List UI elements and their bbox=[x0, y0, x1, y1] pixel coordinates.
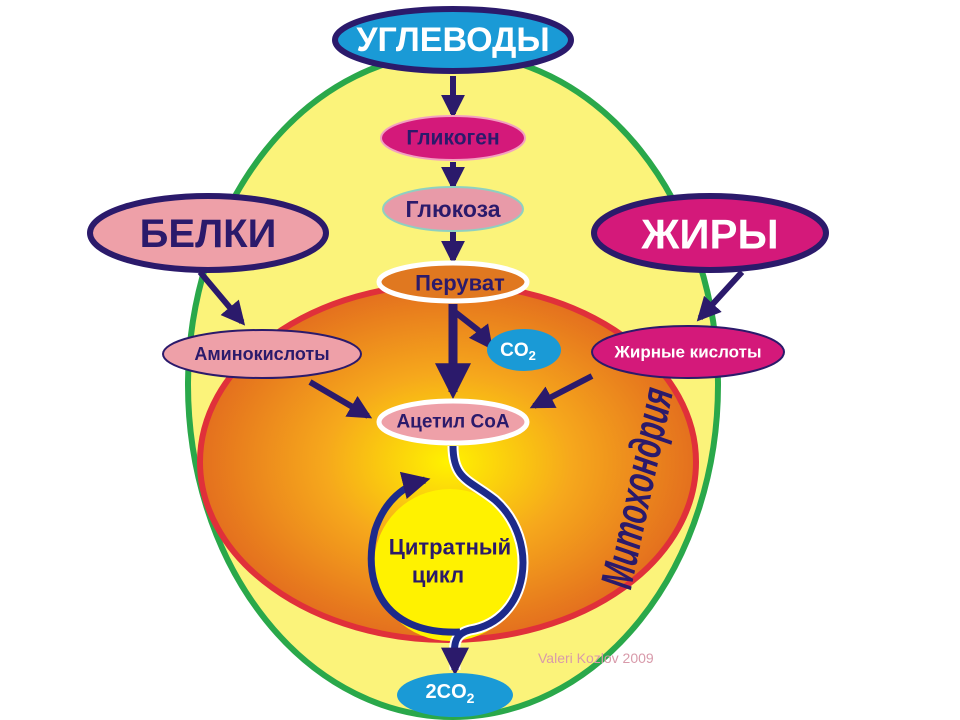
citrate-cycle-label-line2: цикл bbox=[412, 563, 464, 588]
cycle-path-inner bbox=[440, 445, 527, 676]
carbs-label: УГЛЕВОДЫ bbox=[356, 21, 549, 59]
cycle-return-arrow bbox=[367, 471, 461, 636]
node-carbs: УГЛЕВОДЫ bbox=[332, 6, 574, 74]
node-co2: CO2 bbox=[487, 329, 561, 371]
node-acetyl-coa: Ацетил CoA bbox=[376, 398, 530, 446]
proteins-label: БЕЛКИ bbox=[140, 212, 277, 256]
node-fatty-acids: Жирные кислоты bbox=[591, 325, 785, 379]
amino-acids-label: Аминокислоты bbox=[194, 344, 329, 364]
node-proteins: БЕЛКИ bbox=[87, 193, 329, 273]
co2-subscript: 2 bbox=[529, 348, 536, 363]
arrow-pyruvate-co2 bbox=[453, 309, 493, 350]
pyruvate-label: Перуват bbox=[415, 271, 505, 296]
arrow-proteins-amino bbox=[197, 270, 246, 326]
glycogen-label: Гликоген bbox=[406, 127, 499, 150]
co2-out-label: 2CO bbox=[426, 681, 467, 703]
node-co2-out: 2CO2 bbox=[397, 673, 513, 717]
watermark: Valeri Kozlov 2009 bbox=[538, 650, 654, 666]
citrate-cycle-circle bbox=[374, 489, 526, 641]
fats-label: ЖИРЫ bbox=[640, 211, 778, 258]
svg-text:CO2: CO2 bbox=[500, 340, 536, 363]
node-glycogen: Гликоген bbox=[380, 115, 526, 161]
fatty-acids-label: Жирные кислоты bbox=[614, 343, 762, 362]
node-fats: ЖИРЫ bbox=[591, 193, 829, 273]
arrow-fats-fattyacids bbox=[696, 269, 745, 322]
co2-out-subscript: 2 bbox=[467, 690, 475, 706]
citrate-cycle-label-line1: Цитратный bbox=[389, 535, 511, 560]
acetyl-coa-label: Ацетил CoA bbox=[396, 412, 509, 433]
arrow-amino-acetyl bbox=[308, 379, 373, 419]
svg-text:2CO2: 2CO2 bbox=[426, 681, 475, 706]
node-amino-acids: Аминокислоты bbox=[162, 329, 362, 379]
glucose-label: Глюкоза bbox=[405, 196, 500, 222]
node-glucose: Глюкоза bbox=[382, 186, 524, 232]
node-pyruvate: Перуват bbox=[376, 260, 530, 304]
arrow-fattyacids-acetyl bbox=[529, 373, 594, 409]
co2-label: CO bbox=[500, 340, 529, 361]
